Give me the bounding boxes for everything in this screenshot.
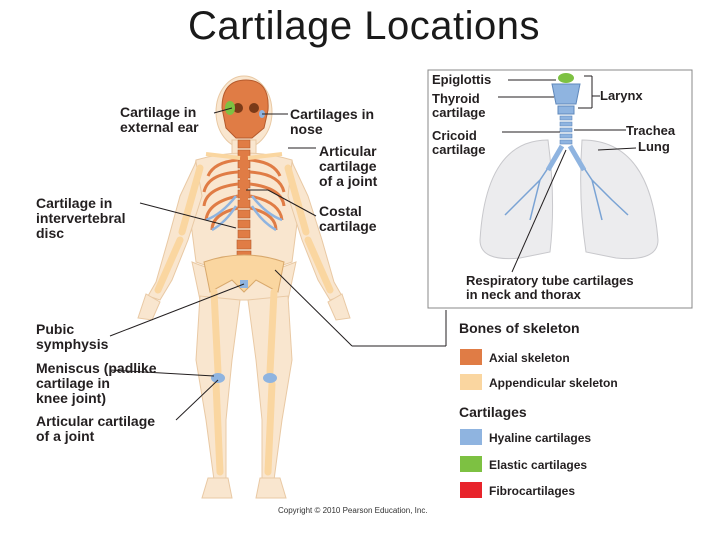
label-thyroid-line2: cartilage [432,106,485,120]
legend-label-axial: Axial skeleton [489,351,570,365]
label-articular-bottom-line1: Articular cartilage [36,414,155,429]
legend-label-elastic: Elastic cartilages [489,458,587,472]
legend-swatch-hyaline [460,429,482,445]
label-external-ear: Cartilage in external ear [120,105,199,135]
label-respiratory-line2: in neck and thorax [466,288,634,302]
label-cricoid-line2: cartilage [432,143,485,157]
label-costal-line2: cartilage [319,219,377,234]
label-respiratory-tube-cartilages: Respiratory tube cartilages in neck and … [466,274,634,302]
label-meniscus: Meniscus (padlike cartilage in knee join… [36,361,157,406]
legend-swatch-axial [460,349,482,365]
label-external-ear-line2: external ear [120,120,199,135]
label-costal-line1: Costal [319,204,377,219]
label-thyroid-cartilage: Thyroid cartilage [432,92,485,120]
label-larynx: Larynx [600,89,643,103]
legend-label-fibro: Fibrocartilages [489,484,575,498]
label-nose: Cartilages in nose [290,107,374,137]
label-articular-cartilage-bottom: Articular cartilage of a joint [36,414,155,444]
label-trachea: Trachea [626,124,675,138]
label-intervertebral-line3: disc [36,226,125,241]
label-articular-cartilage-top: Articular cartilage of a joint [319,144,377,189]
label-costal-cartilage: Costal cartilage [319,204,377,234]
label-articular-top-line1: Articular [319,144,377,159]
label-meniscus-line2: cartilage in [36,376,157,391]
label-nose-line2: nose [290,122,374,137]
label-lung: Lung [638,140,670,154]
label-intervertebral-disc: Cartilage in intervertebral disc [36,196,125,241]
label-cricoid-line1: Cricoid [432,129,485,143]
label-articular-top-line3: of a joint [319,174,377,189]
label-intervertebral-line2: intervertebral [36,211,125,226]
legend-cartilages-heading: Cartilages [459,404,527,420]
label-epiglottis: Epiglottis [432,73,491,87]
label-articular-bottom-line2: of a joint [36,429,155,444]
legend-label-appendicular: Appendicular skeleton [489,376,618,390]
label-pubic-symphysis: Pubic symphysis [36,322,108,352]
label-meniscus-line3: knee joint) [36,391,157,406]
label-intervertebral-line1: Cartilage in [36,196,125,211]
label-respiratory-line1: Respiratory tube cartilages [466,274,634,288]
legend-swatch-fibro [460,482,482,498]
label-cricoid-cartilage: Cricoid cartilage [432,129,485,157]
label-external-ear-line1: Cartilage in [120,105,199,120]
legend-label-hyaline: Hyaline cartilages [489,431,591,445]
label-nose-line1: Cartilages in [290,107,374,122]
human-body-illustration [138,76,350,498]
legend-bones-heading: Bones of skeleton [459,320,580,336]
legend-swatch-appendicular [460,374,482,390]
label-meniscus-line1: Meniscus (padlike [36,361,157,376]
legend-swatch-elastic [460,456,482,472]
label-thyroid-line1: Thyroid [432,92,485,106]
label-pubic-line2: symphysis [36,337,108,352]
label-pubic-line1: Pubic [36,322,108,337]
label-articular-top-line2: cartilage [319,159,377,174]
copyright-notice: Copyright © 2010 Pearson Education, Inc. [278,506,428,515]
